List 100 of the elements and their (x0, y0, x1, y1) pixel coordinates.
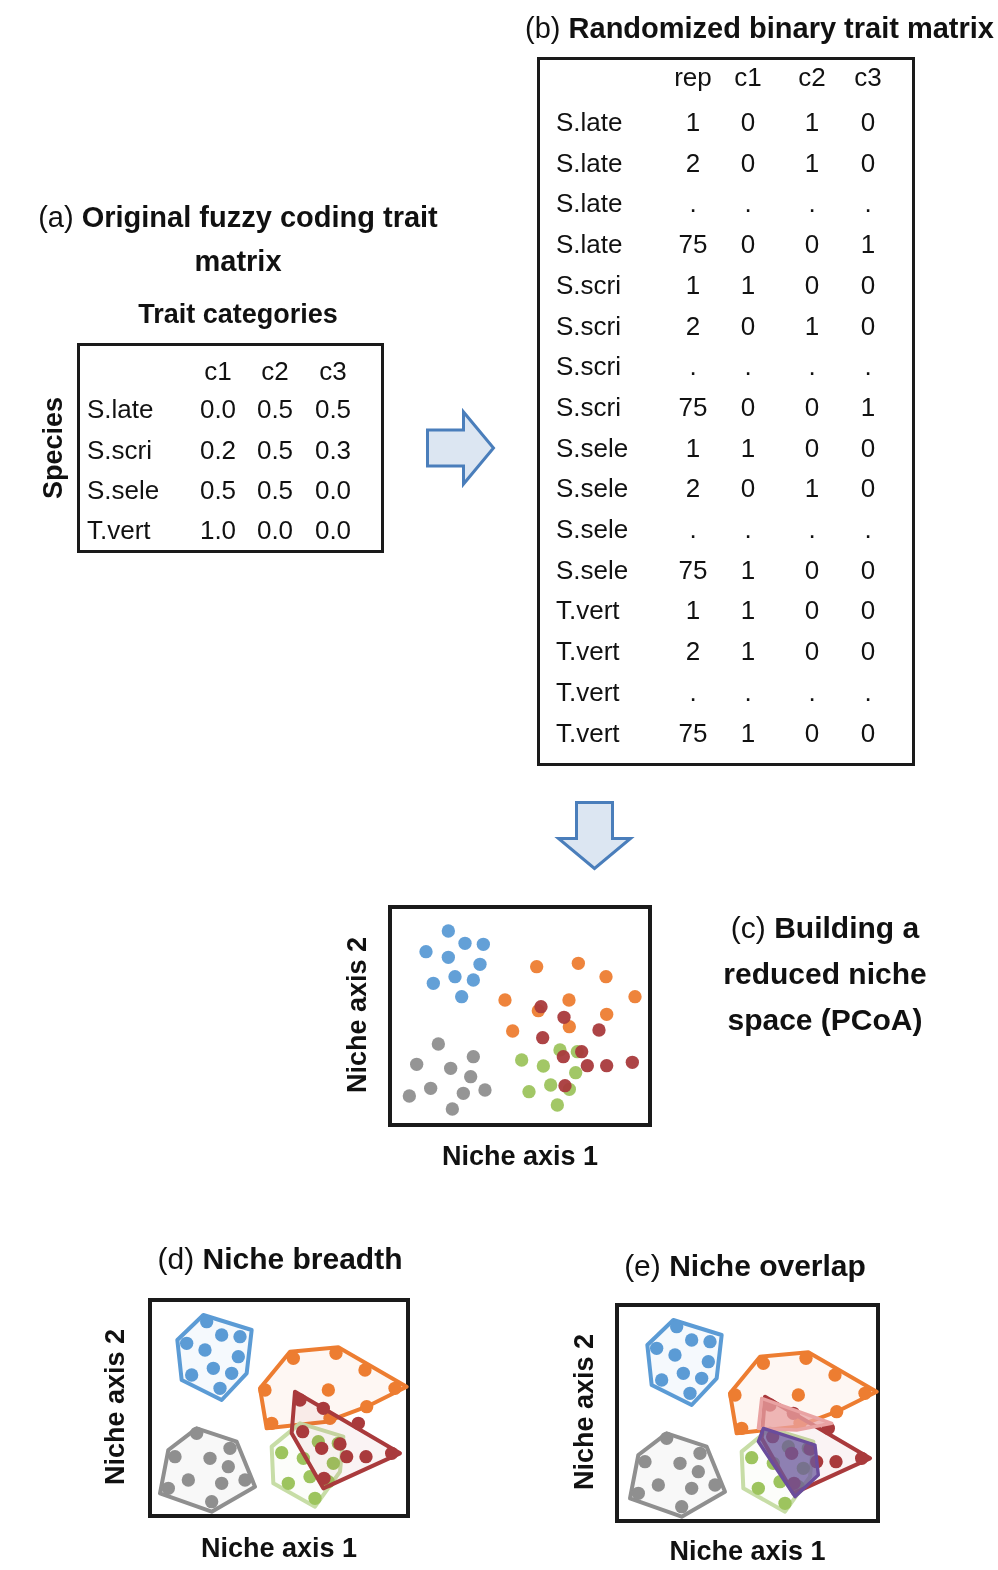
trait-value: . (689, 514, 697, 544)
trait-value: . (808, 351, 816, 382)
column-header: c1 (204, 356, 232, 386)
trait-value: 1 (740, 269, 756, 300)
species-name: S.sele (556, 554, 629, 585)
trait-value: 0 (860, 147, 876, 178)
trait-value: 1 (740, 717, 756, 748)
species-name: S.scri (556, 351, 621, 382)
trait-value: 0.5 (314, 394, 352, 424)
species-name: S.sele (556, 432, 629, 463)
trait-value: 1 (685, 432, 701, 463)
trait-value: 0 (740, 147, 756, 178)
trait-value: 1 (804, 310, 820, 341)
trait-value: 2 (685, 636, 701, 667)
trait-value: 75 (678, 717, 708, 748)
trait-value: 0.5 (256, 394, 294, 424)
trait-value: 0 (804, 717, 820, 748)
species-name: S.scri (556, 391, 621, 422)
trait-value: 0 (804, 595, 820, 626)
species-name: S.sele (556, 473, 629, 504)
trait-value: 0 (860, 473, 876, 504)
trait-value: . (864, 676, 872, 707)
column-group-title: Trait categories (137, 298, 339, 330)
column-header: c1 (734, 62, 762, 92)
trait-value: 1 (804, 473, 820, 504)
column-header: c2 (261, 356, 289, 386)
trait-value: 0 (740, 107, 756, 137)
trait-value: 0 (860, 595, 876, 626)
species-name: S.late (556, 147, 623, 178)
trait-value: 1 (740, 554, 756, 585)
trait-value: 0.2 (199, 435, 237, 465)
trait-value: 0.0 (314, 515, 352, 545)
trait-value: 0 (804, 269, 820, 300)
axis-label: Species (38, 396, 68, 500)
block-arrow (554, 801, 635, 871)
trait-value: 2 (685, 147, 701, 178)
species-name: S.late (556, 229, 623, 260)
panel-heading: (a) Original fuzzy coding trait matrix (37, 200, 439, 279)
trait-value: 0.5 (256, 435, 294, 465)
panel-heading: (e) Niche overlap (623, 1248, 867, 1284)
trait-value: . (744, 188, 752, 219)
trait-value: 0.0 (256, 515, 294, 545)
panel-heading: (d) Niche breadth (156, 1241, 404, 1277)
species-name: S.scri (556, 310, 621, 341)
species-name: T.vert (87, 515, 151, 545)
species-name: S.scri (87, 435, 152, 465)
trait-value: . (808, 188, 816, 219)
trait-value: 0.5 (199, 475, 237, 505)
species-name: T.vert (556, 595, 620, 626)
trait-value: 0 (860, 107, 876, 137)
trait-value: 0 (860, 636, 876, 667)
trait-value: . (744, 351, 752, 382)
axis-title: Niche axis 2 (342, 936, 372, 1094)
trait-value: 75 (678, 229, 708, 260)
axis-title: Niche axis 2 (100, 1328, 130, 1486)
trait-value: 0.0 (199, 394, 237, 424)
trait-value: . (808, 514, 816, 544)
trait-value: . (864, 351, 872, 382)
trait-value: 0 (804, 391, 820, 422)
species-name: S.sele (87, 475, 160, 505)
trait-value: 0 (804, 636, 820, 667)
species-name: S.late (87, 394, 154, 424)
trait-value: 75 (678, 391, 708, 422)
trait-value: 0 (860, 717, 876, 748)
trait-value: 1 (685, 595, 701, 626)
trait-value: 0 (740, 310, 756, 341)
block-arrow (426, 407, 496, 489)
trait-value: 1 (860, 229, 876, 260)
trait-value: 0 (860, 554, 876, 585)
trait-value: 75 (678, 554, 708, 585)
trait-value: 1 (804, 107, 820, 137)
panel-heading: (b) Randomized binary trait matrix (524, 11, 994, 46)
trait-value: 0.0 (314, 475, 352, 505)
species-name: S.late (556, 107, 623, 137)
trait-value: 0 (860, 269, 876, 300)
trait-value: 0 (804, 229, 820, 260)
trait-value: 1 (740, 636, 756, 667)
column-header: rep (674, 62, 712, 92)
trait-value: 0 (860, 310, 876, 341)
panel-heading: (c) Building a reduced niche space (PCoA) (722, 910, 928, 1038)
species-name: S.scri (556, 269, 621, 300)
column-header: c3 (854, 62, 882, 92)
axis-title: Niche axis 1 (440, 1141, 600, 1171)
trait-value: 0.3 (314, 435, 352, 465)
trait-value: . (864, 514, 872, 544)
trait-value: . (689, 188, 697, 219)
trait-value: 1 (804, 147, 820, 178)
species-name: T.vert (556, 636, 620, 667)
axis-title: Niche axis 2 (569, 1333, 599, 1491)
column-header: c3 (319, 356, 347, 386)
trait-value: . (744, 676, 752, 707)
axis-title: Niche axis 1 (199, 1533, 359, 1563)
trait-value: 1 (740, 432, 756, 463)
column-header: c2 (798, 62, 826, 92)
trait-value: 0 (740, 391, 756, 422)
trait-value: 1 (685, 269, 701, 300)
trait-value: . (864, 188, 872, 219)
trait-value: 1 (740, 595, 756, 626)
species-name: S.late (556, 188, 623, 219)
trait-value: 0 (740, 229, 756, 260)
